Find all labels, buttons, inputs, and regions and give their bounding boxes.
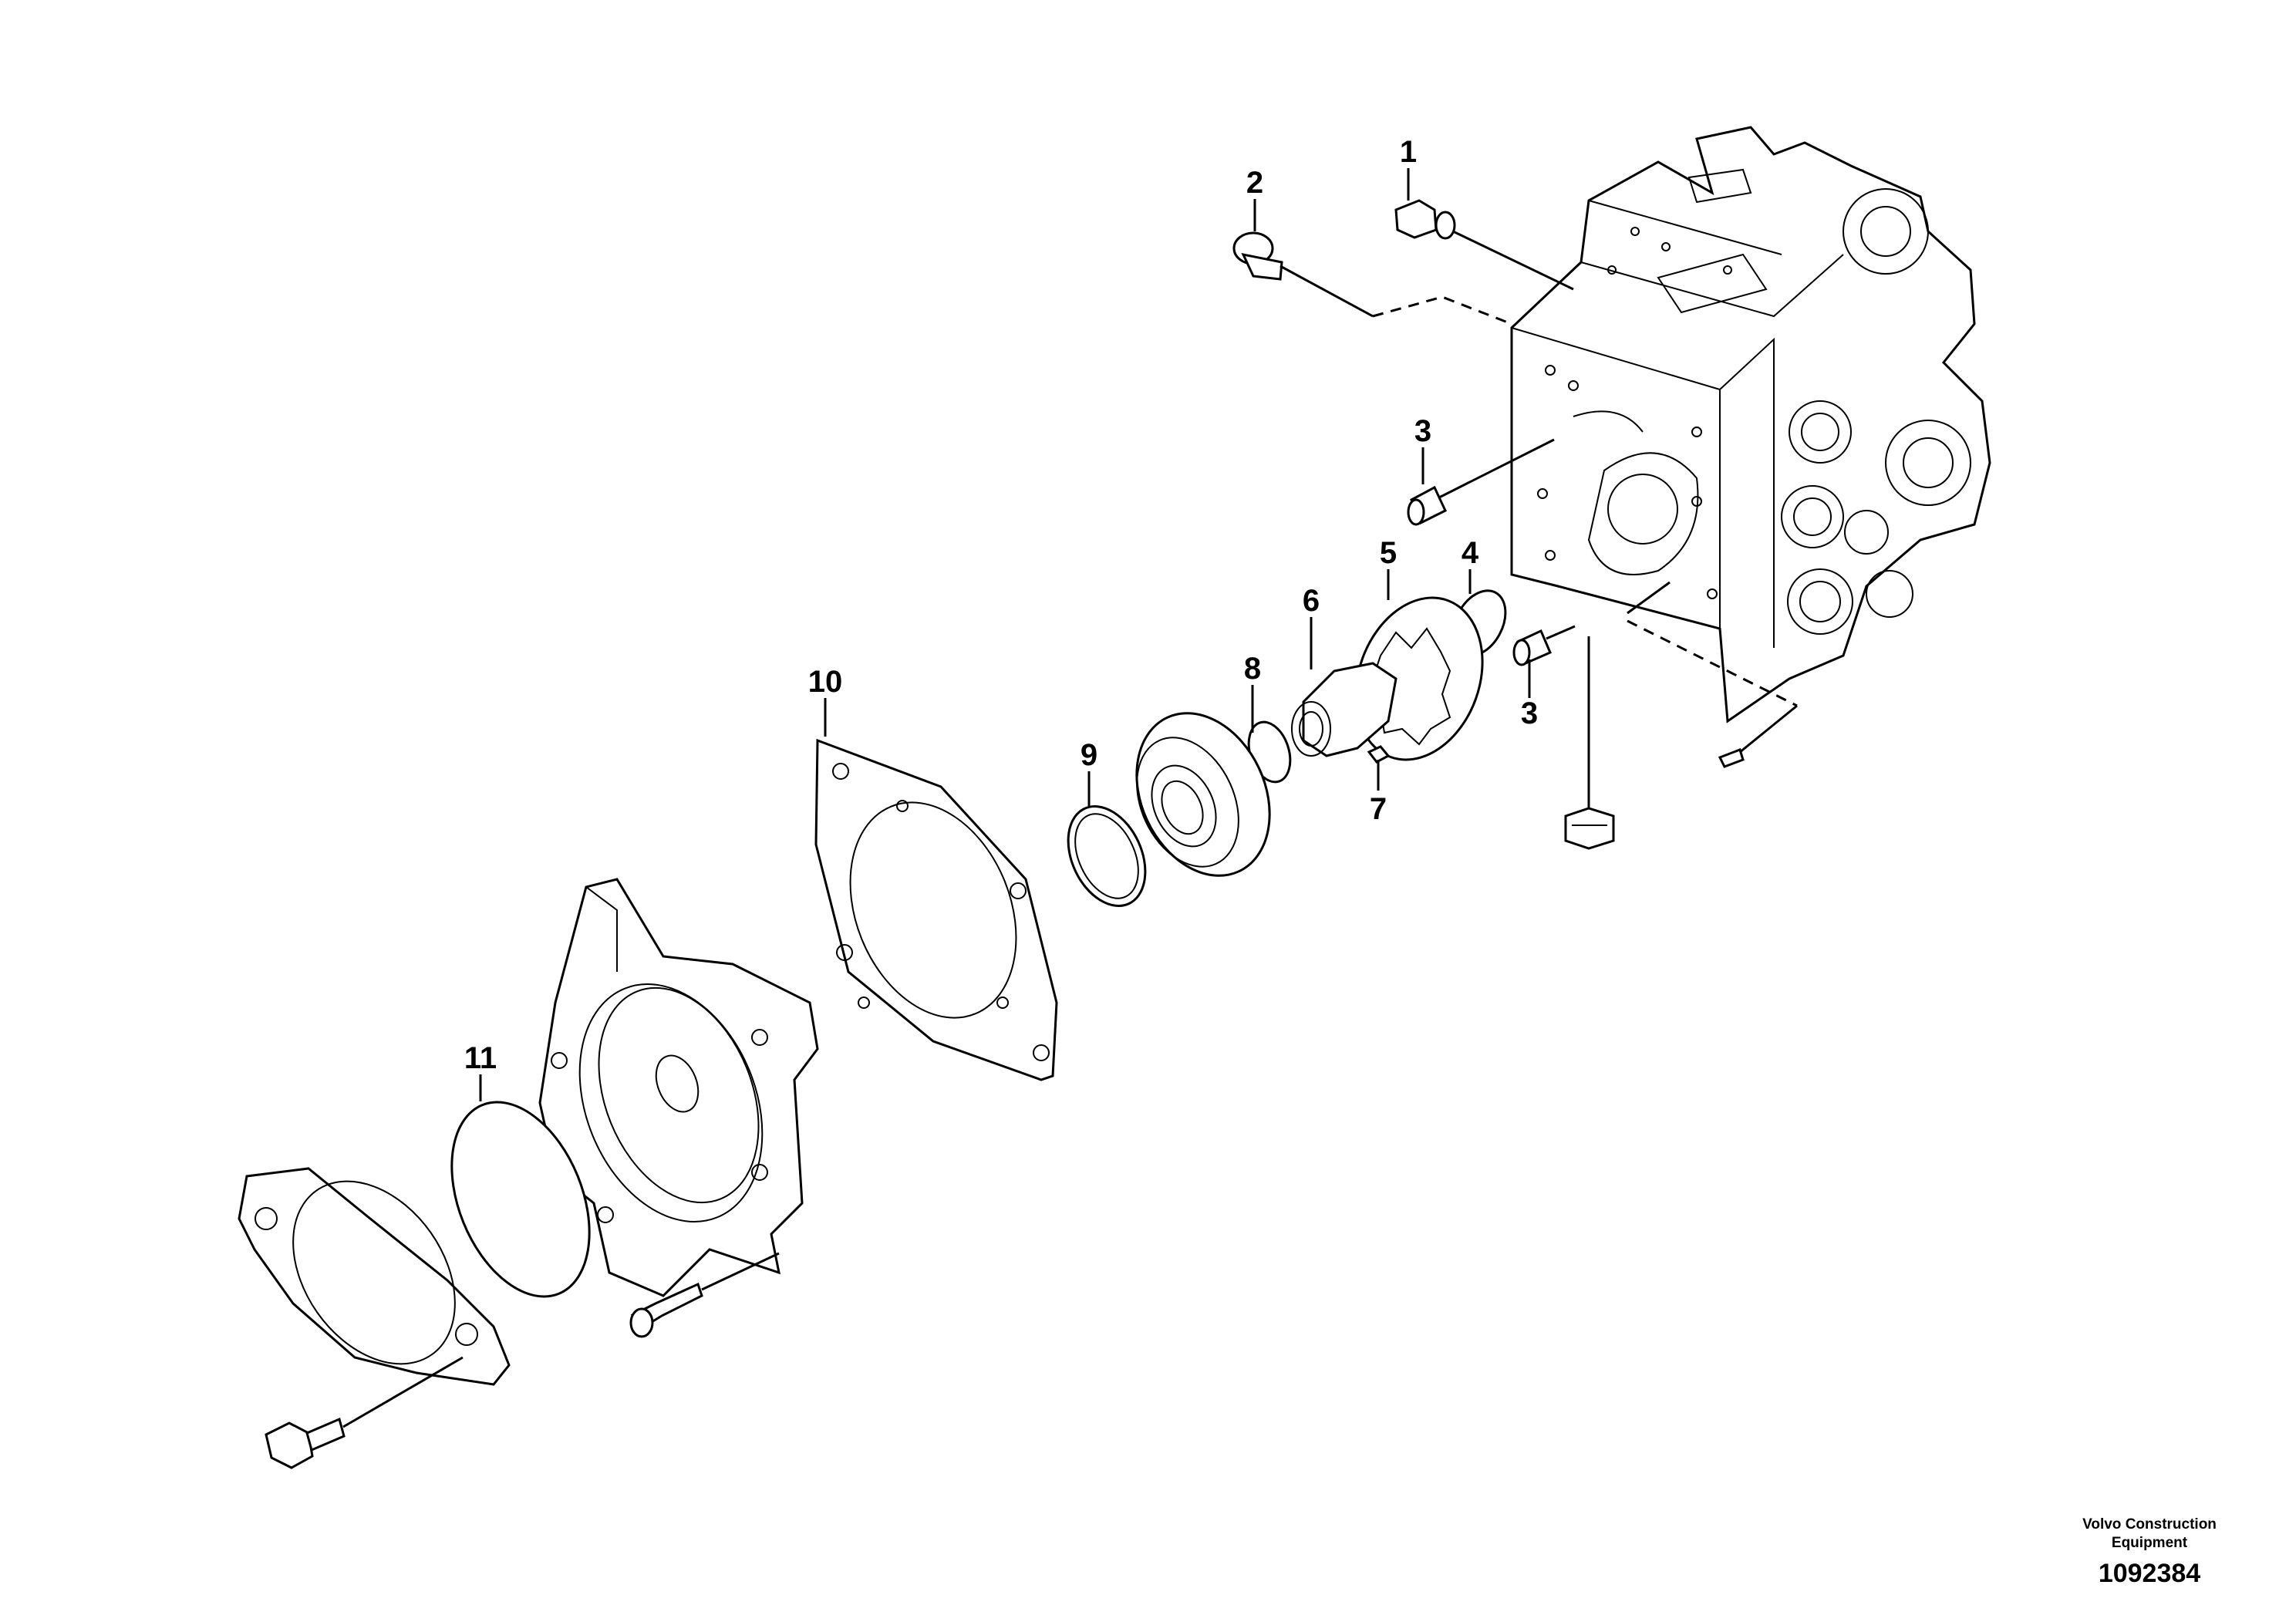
callout-5: 5 [1380,536,1397,570]
gasket-10 [814,738,1058,1081]
dowel-pin-3-upper [1407,438,1555,526]
drawing-credit: Volvo Construction Equipment 1092384 [2057,1516,2242,1590]
plug-2 [1232,231,1512,325]
callout-leaders [479,168,1531,1101]
callout-4: 4 [1462,536,1479,570]
flange [238,1167,511,1386]
callout-11: 11 [464,1041,497,1075]
callout-3-lower: 3 [1521,696,1538,730]
callout-6: 6 [1303,584,1320,618]
callout-8: 8 [1244,652,1261,686]
callout-2: 2 [1246,166,1263,200]
callout-7: 7 [1370,792,1387,826]
company-name-line1: Volvo Construction [2082,1516,2217,1533]
pump-housing [1510,126,1991,723]
key-7 [1367,745,1391,764]
dowel-pin-3-lower [1512,625,1576,666]
callout-1: 1 [1400,135,1417,169]
cover-plate [538,878,819,1297]
callout-labels: 1 2 3 3 4 5 6 7 8 9 10 11 [464,135,1538,1075]
drain-plug [1564,581,1798,850]
o-ring-11 [450,1101,591,1298]
hex-bolt [265,1356,464,1469]
gear-6 [1291,662,1397,757]
circlip-9 [1067,805,1147,907]
drawing-number: 1092384 [2098,1559,2201,1588]
callout-3-upper: 3 [1414,414,1431,448]
callout-10: 10 [808,665,843,699]
company-name-line2: Equipment [2111,1535,2188,1551]
plug-1 [1394,199,1574,291]
callout-9: 9 [1081,738,1097,772]
cap-screw [629,1252,780,1338]
bearing [1135,712,1271,877]
